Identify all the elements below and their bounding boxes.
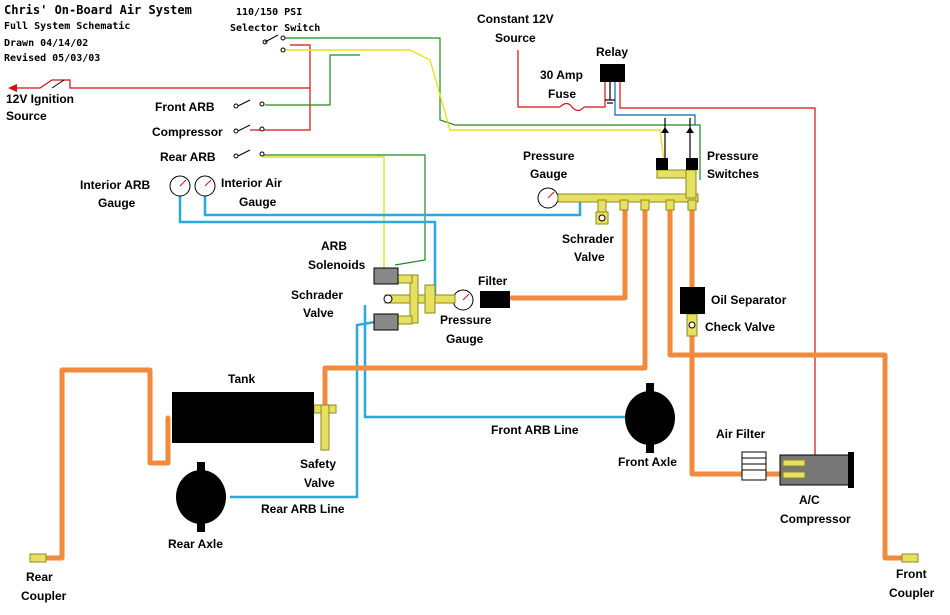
interior-air-gauge-icon [194,175,216,197]
filter-to-manifold-line [509,207,628,301]
ignition-wire [15,79,311,131]
fuse-label-2: Fuse [548,87,576,101]
ac-compressor-label-2: Compressor [780,512,851,526]
rear-coupler-label-1: Rear [26,570,53,584]
rear-coupler-line [42,367,171,561]
schrader-mid-label-2: Valve [303,306,334,320]
pressure-gauge-top-label-1: Pressure [523,149,575,163]
rear-arb-green-wire [262,154,426,266]
revised-date: Revised 05/03/03 [4,52,100,64]
rear-arb-yellow-wire [262,156,385,268]
selector-switch-label-1: 110/150 PSI [236,7,302,18]
check-valve-label: Check Valve [705,320,775,334]
rear-arb-switch-label: Rear ARB [160,150,216,164]
switch-feed-wire [290,44,311,88]
ignition-switch-icon[interactable] [51,79,65,89]
tank-label: Tank [228,372,255,386]
interior-arb-gauge-icon [169,175,191,197]
fuse-to-relay-wire [584,82,606,108]
front-coupler-icon [901,553,919,563]
selector-yellow-wire [285,49,666,171]
rear-axle-icon [176,462,226,532]
rear-coupler-label-2: Coupler [21,589,67,603]
fuse-icon [559,102,585,112]
ignition-label-2: Source [6,109,47,123]
pressure-gauge-top-icon [537,187,559,209]
fuse-label-1: 30 Amp [540,68,583,82]
front-coupler-label-2: Coupler [889,586,935,600]
selector-green-wire [283,37,701,180]
constant-12v-label-2: Source [495,31,536,45]
constant-12v-wire [517,50,560,108]
pressure-switch-1-icon [656,158,668,170]
interior-arb-gauge-line [178,196,437,300]
oil-separator-label: Oil Separator [711,293,787,307]
ignition-label-1: 12V Ignition [6,92,74,106]
arb-solenoid-2-icon [373,313,399,331]
arb-solenoids-label-2: Solenoids [308,258,366,272]
front-arb-line-label: Front ARB Line [491,423,579,437]
front-axle-icon [625,383,675,453]
compressor-switch-icon[interactable] [233,124,265,134]
drawn-date: Drawn 04/14/02 [4,38,88,49]
interior-arb-gauge-label-2: Gauge [98,196,136,210]
rear-arb-switch-icon[interactable] [233,149,265,159]
ac-compressor-label-1: A/C [799,493,820,507]
air-filter-icon [741,451,767,481]
interior-air-gauge-label-2: Gauge [239,195,277,209]
pressure-gauge-top-label-2: Gauge [530,167,568,181]
front-coupler-label-1: Front [896,567,927,581]
front-arb-switch-wire [265,54,360,106]
safety-valve-icon [313,404,337,451]
interior-air-gauge-line [203,196,582,217]
schrader-top-label-1: Schrader [562,232,614,246]
ignition-arrow-icon [8,84,17,92]
selector-switch-label-2: Selector Switch [230,22,320,34]
tank-icon [172,392,314,443]
title: Chris' On-Board Air System [4,3,192,17]
safety-valve-label-2: Valve [304,476,335,490]
relay-blue-wire [614,82,696,125]
pressure-switches-label-2: Switches [707,167,759,181]
front-axle-label: Front Axle [618,455,677,469]
compressor-to-separator-line [689,309,783,477]
pressure-gauge-mid-icon [452,289,474,311]
front-coupler-line [667,207,908,561]
ac-compressor-icon [779,452,854,488]
arb-solenoids-label-1: ARB [321,239,347,253]
filter-label: Filter [478,274,508,288]
relay-label: Relay [596,45,628,59]
subtitle: Full System Schematic [4,20,130,32]
front-arb-line [363,305,625,419]
relay-to-compressor-wire [619,82,816,460]
schrader-mid-label-1: Schrader [291,288,343,302]
arb-solenoid-1-icon [373,267,399,285]
compressor-switch-label: Compressor [152,125,223,139]
relay-icon [600,64,625,82]
interior-arb-gauge-label-1: Interior ARB [80,178,151,192]
top-manifold [557,169,699,215]
pressure-gauge-mid-label-1: Pressure [440,313,492,327]
constant-12v-label-1: Constant 12V [477,12,554,26]
rear-axle-label: Rear Axle [168,537,223,551]
rear-coupler-icon [29,553,47,563]
safety-valve-label-1: Safety [300,457,336,471]
front-arb-switch-icon[interactable] [233,99,265,109]
rear-arb-line-label: Rear ARB Line [261,502,345,516]
air-filter-label: Air Filter [716,427,766,441]
front-arb-switch-label: Front ARB [155,100,215,114]
interior-air-gauge-label-1: Interior Air [221,176,282,190]
pressure-switches-label-1: Pressure [707,149,759,163]
selector-switch-icon[interactable] [262,34,286,53]
schrader-valve-top-icon [595,211,609,225]
pressure-gauge-mid-label-2: Gauge [446,332,484,346]
schrader-valve-mid-icon [383,294,393,304]
pressure-switch-2-icon [686,158,698,170]
oil-separator-icon [680,287,705,314]
filter-icon [480,291,510,308]
schrader-top-label-2: Valve [574,250,605,264]
check-valve-icon [686,313,698,337]
tank-to-manifold-line [322,207,648,408]
